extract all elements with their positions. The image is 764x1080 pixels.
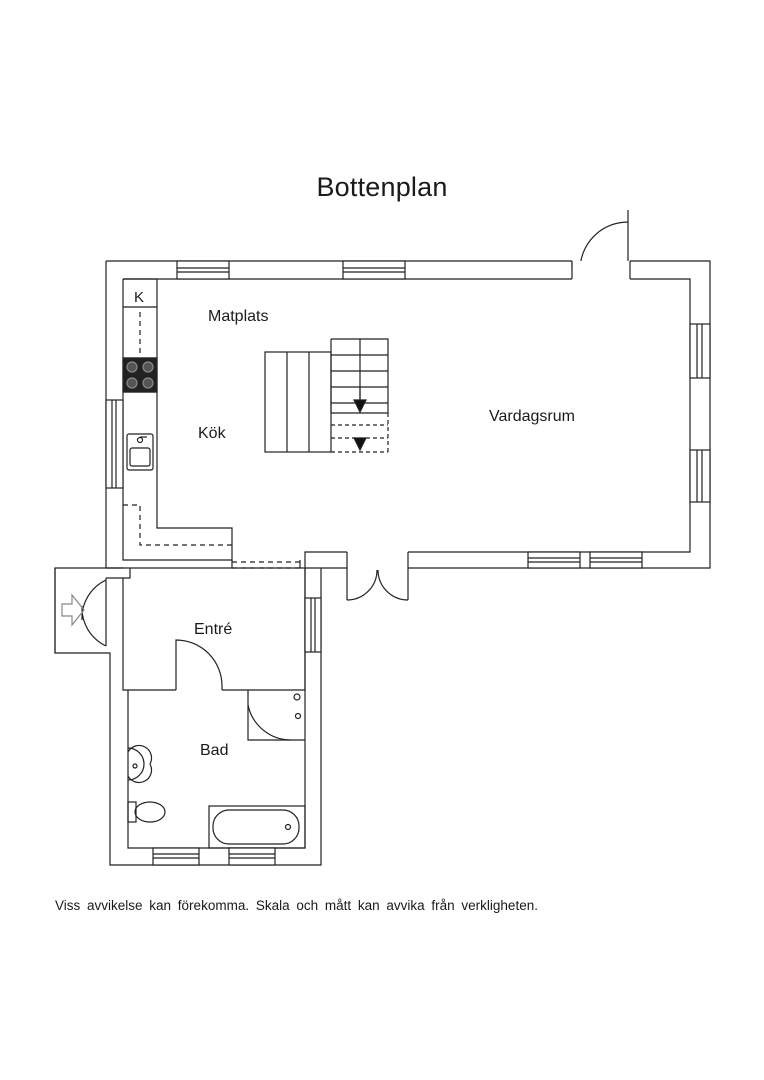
entry-arrow (61, 593, 85, 627)
staircase (264, 338, 389, 453)
window-top-1 (176, 260, 230, 280)
washbasin (127, 744, 153, 784)
disclaimer-text: Viss avvikelse kan förekomma. Skala och … (55, 898, 538, 913)
room-label-vardagsrum: Vardagsrum (489, 408, 575, 425)
window-right-1 (689, 323, 711, 379)
entry-walls (122, 560, 306, 849)
window-left-kitchen (105, 399, 124, 489)
window-bottom-1 (527, 551, 581, 569)
room-label-entre: Entré (194, 621, 232, 638)
entry-door (54, 568, 107, 653)
outer-wall (54, 260, 711, 866)
fridge-label: K (134, 289, 144, 306)
window-bath-2 (228, 847, 276, 866)
window-right-2 (689, 449, 711, 503)
window-top-2 (342, 260, 406, 280)
window-bath-1 (152, 847, 200, 866)
window-bottom-2 (589, 551, 643, 569)
room-label-kok: Kök (198, 425, 227, 442)
bath-door (175, 639, 223, 690)
toilet (127, 801, 166, 823)
living-double-door (346, 552, 409, 601)
room-label-bad: Bad (200, 742, 228, 759)
shower (247, 690, 305, 741)
kitchen-counter (123, 278, 157, 393)
bathtub (208, 805, 306, 849)
window-entry-right (304, 597, 322, 653)
outdoor-door-frame (572, 261, 630, 279)
plan-title: Bottenplan (316, 172, 448, 202)
kitchen-sink (126, 433, 154, 471)
room-label-matplats: Matplats (208, 308, 268, 325)
inner-wall-left (122, 279, 233, 561)
